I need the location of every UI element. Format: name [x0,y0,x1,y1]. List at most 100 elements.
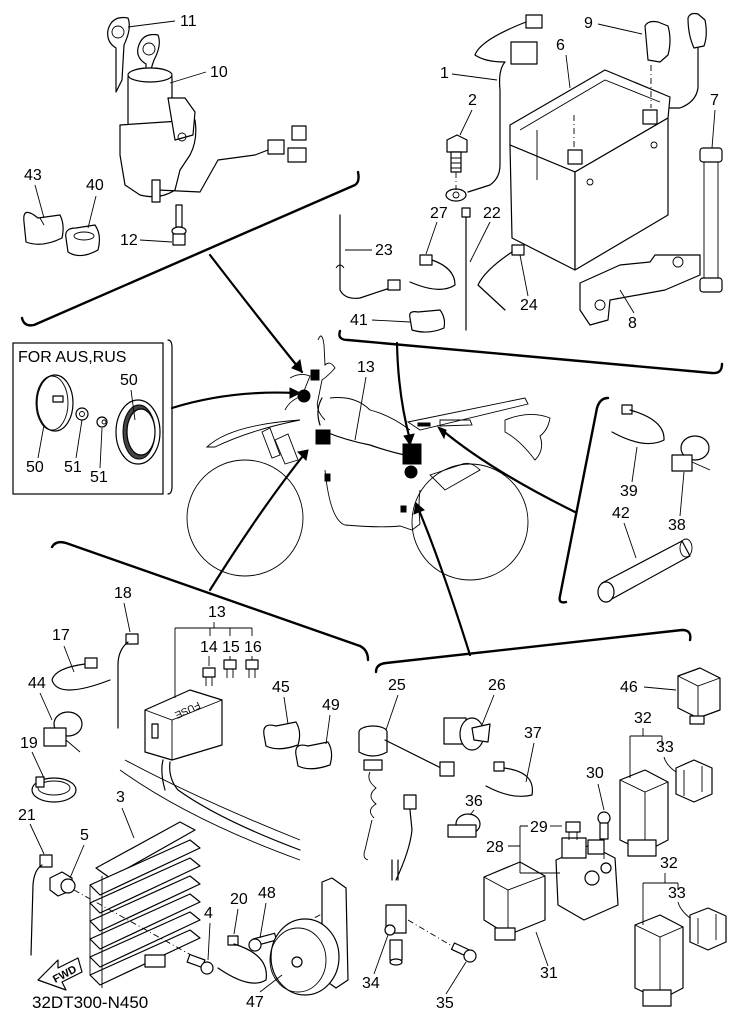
callout-48: 48 [258,885,276,902]
part-21-band [30,854,53,956]
part-20-band [217,935,267,984]
part-35-screw [450,942,477,963]
part-28-starter-relay [555,837,619,921]
callout-18: 18 [114,585,132,602]
part-23-band [335,214,401,299]
callout-11: 11 [180,13,197,30]
part-50-reflector-right [115,399,161,465]
diagram-code: 32DT300-N450 [32,993,148,1012]
part-38-clamp [671,435,711,472]
callout-26: 26 [488,677,506,694]
callout-17: 17 [52,627,70,644]
callout-33-bottom: 33 [668,885,686,902]
callout-51-left: 51 [64,459,82,476]
callout-23: 23 [375,242,393,259]
callout-1: 1 [440,65,449,82]
part-24-band [477,244,525,311]
callout-35: 35 [436,995,454,1012]
part-49-clamp [295,741,333,770]
callout-12: 12 [120,232,138,249]
callout-24: 24 [520,297,538,314]
callout-19: 19 [20,735,38,752]
part-22-band [461,207,471,331]
callout-8: 8 [628,315,637,332]
part-17-band [51,657,111,691]
part-51-nut [75,407,108,428]
callout-10: 10 [210,64,228,81]
callout-13-harness: 13 [357,359,375,376]
part-43-clamp [23,211,64,245]
callout-2: 2 [468,92,477,109]
part-12-nut-bolt [171,204,187,246]
callout-6: 6 [556,37,565,54]
part-37-band [485,761,534,797]
part-33-cover-bottom [689,907,727,951]
part-31-flasher-relay [483,861,546,941]
callout-14: 14 [200,639,218,656]
part-1-lead [445,14,543,202]
callout-13-fuse: 13 [208,604,226,621]
part-3-rectifier-regulator [89,821,201,988]
callout-31: 31 [540,965,558,982]
callout-20: 20 [230,891,248,908]
group-frame-fusebox [50,540,370,662]
part-10-main-switch [119,67,307,203]
part-9-terminal-cover [644,12,707,109]
callout-50-top: 50 [120,372,138,389]
callout-50-bottom: 50 [26,459,44,476]
callout-33-top: 33 [656,739,674,756]
callout-34: 34 [362,975,380,992]
part-45-clamp [263,721,301,750]
callout-21: 21 [18,807,36,824]
part-50-reflector-left [35,374,74,432]
callout-22: 22 [483,205,501,222]
callout-5: 5 [80,827,89,844]
part-30-bolt [597,811,611,860]
callout-4: 4 [204,905,213,922]
callout-37: 37 [524,725,542,742]
part-5-collar [49,871,201,961]
callout-41: 41 [350,312,368,329]
callout-47: 47 [246,994,264,1011]
part-8-battery-bracket [579,254,701,326]
callout-44: 44 [28,675,46,692]
callout-32-bottom: 32 [660,855,678,872]
part-11-keys [107,16,160,93]
inset-title: FOR AUS,RUS [18,349,126,366]
part-33-cover-top [675,759,713,803]
fwd-arrow-icon: FWD [37,957,83,991]
part-29-fuse [565,821,581,840]
callout-51-right: 51 [90,469,108,486]
part-47-horn [269,877,349,996]
callout-39: 39 [620,483,638,500]
part-27-band [409,254,456,290]
callout-32-top: 32 [634,710,652,727]
part-7-battery-band [699,147,723,293]
pointer-arrows [170,253,577,657]
callout-27: 27 [430,205,448,222]
callout-16: 16 [244,639,262,656]
callout-9: 9 [584,15,593,32]
part-40-clamp [65,224,101,257]
part-34-sidestand-switch [384,794,453,966]
part-19-clamp [31,776,77,803]
part-32-relay-assy-top [619,769,669,857]
part-26-holder [443,717,491,751]
callout-15: 15 [222,639,240,656]
callout-28: 28 [486,839,504,856]
part-32-relay-assy-bottom [634,914,684,1007]
part-18-band [117,633,139,729]
callout-36: 36 [465,793,483,810]
inset-box-aus-rus [12,342,164,495]
part-44-clamp [43,711,83,753]
callout-25: 25 [388,677,406,694]
group-frame-right [558,396,610,604]
callout-45: 45 [272,679,290,696]
callout-49: 49 [322,697,340,714]
callout-43: 43 [24,167,42,184]
part-36-clamp [447,813,481,838]
group-frame-battery [338,329,724,375]
part-25-rear-stop-switch [358,725,455,861]
callout-46: 46 [620,679,638,696]
part-42-tube [597,538,693,603]
